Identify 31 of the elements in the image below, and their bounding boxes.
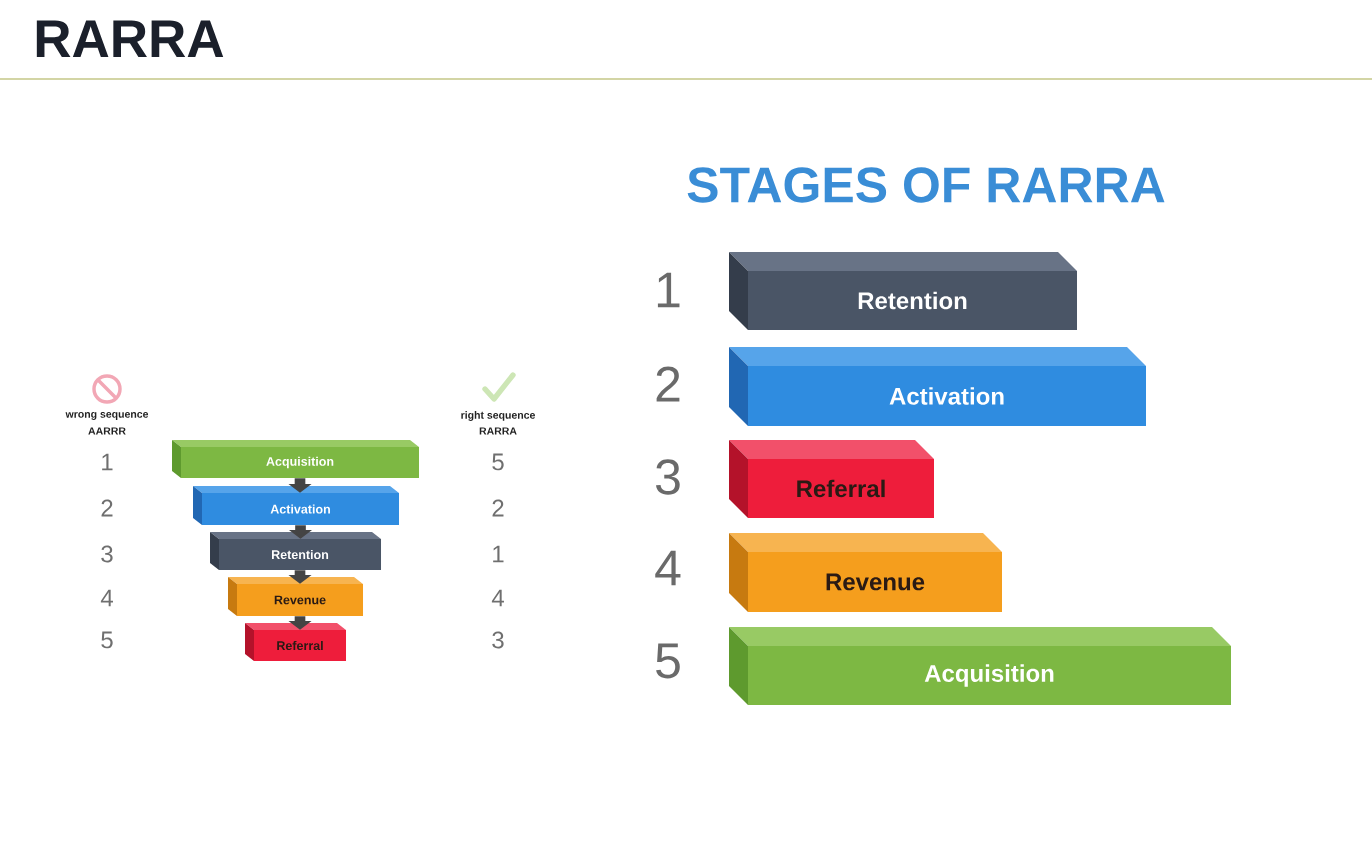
stage-bar: Acquisition [729, 627, 1231, 705]
step-number: 2 [492, 499, 504, 517]
step-number: 5 [101, 631, 113, 649]
column-heading: AARRR [88, 427, 126, 435]
page-title: RARRA [36, 20, 224, 57]
stage-bar: Activation [729, 347, 1146, 426]
step-number: 1 [657, 272, 680, 308]
column-heading: wrong sequence [65, 412, 149, 420]
stage-bar: Referral [729, 440, 934, 518]
funnel-bar: Activation [193, 486, 399, 525]
step-number: 4 [655, 550, 681, 586]
step-number: 3 [101, 545, 113, 563]
step-number: 4 [100, 589, 113, 607]
step-number: 2 [656, 366, 680, 402]
chart-heading: STAGES OF RARRA [687, 167, 1165, 203]
step-number: 4 [491, 589, 504, 607]
funnel-bar: Revenue [228, 577, 363, 616]
step-number: 1 [493, 545, 504, 563]
step-number: 2 [101, 499, 113, 517]
column-heading: right sequence [461, 411, 535, 421]
stage-bar: Retention [729, 252, 1077, 330]
column-heading: RARRA [479, 427, 517, 435]
funnel-bar: Referral [245, 623, 346, 661]
step-number: 5 [492, 453, 504, 471]
funnel-bar: Acquisition [172, 440, 419, 478]
step-number: 1 [102, 453, 113, 471]
stage-bar: Revenue [729, 533, 1002, 612]
step-number: 5 [656, 643, 680, 679]
step-number: 3 [492, 631, 504, 649]
funnel-bar: Retention [210, 532, 381, 570]
step-number: 3 [656, 459, 680, 495]
